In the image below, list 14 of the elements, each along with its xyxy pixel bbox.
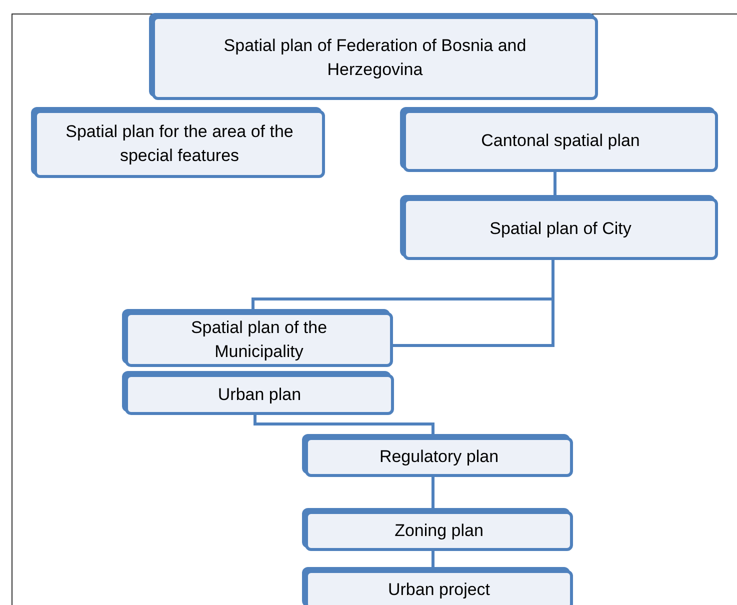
- connector-line: [554, 172, 556, 198]
- connector-line: [252, 260, 554, 309]
- plan-box: Cantonal spatial plan: [403, 110, 718, 172]
- plan-box: Regulatory plan: [305, 437, 573, 477]
- plan-box: Urban plan: [125, 374, 394, 415]
- plan-box: Spatial plan for the area of the special features: [34, 110, 325, 178]
- connector-line: [254, 415, 434, 437]
- plan-box: Spatial plan of City: [403, 198, 718, 260]
- plan-box: Spatial plan of the Municipality: [125, 312, 393, 367]
- plan-box: Zoning plan: [305, 511, 573, 551]
- connector-line: [432, 551, 434, 570]
- plan-box: Spatial plan of Federation of Bosnia and Herzegovina: [152, 16, 598, 100]
- connector-line: [432, 477, 434, 511]
- plan-box: Urban project: [305, 570, 573, 605]
